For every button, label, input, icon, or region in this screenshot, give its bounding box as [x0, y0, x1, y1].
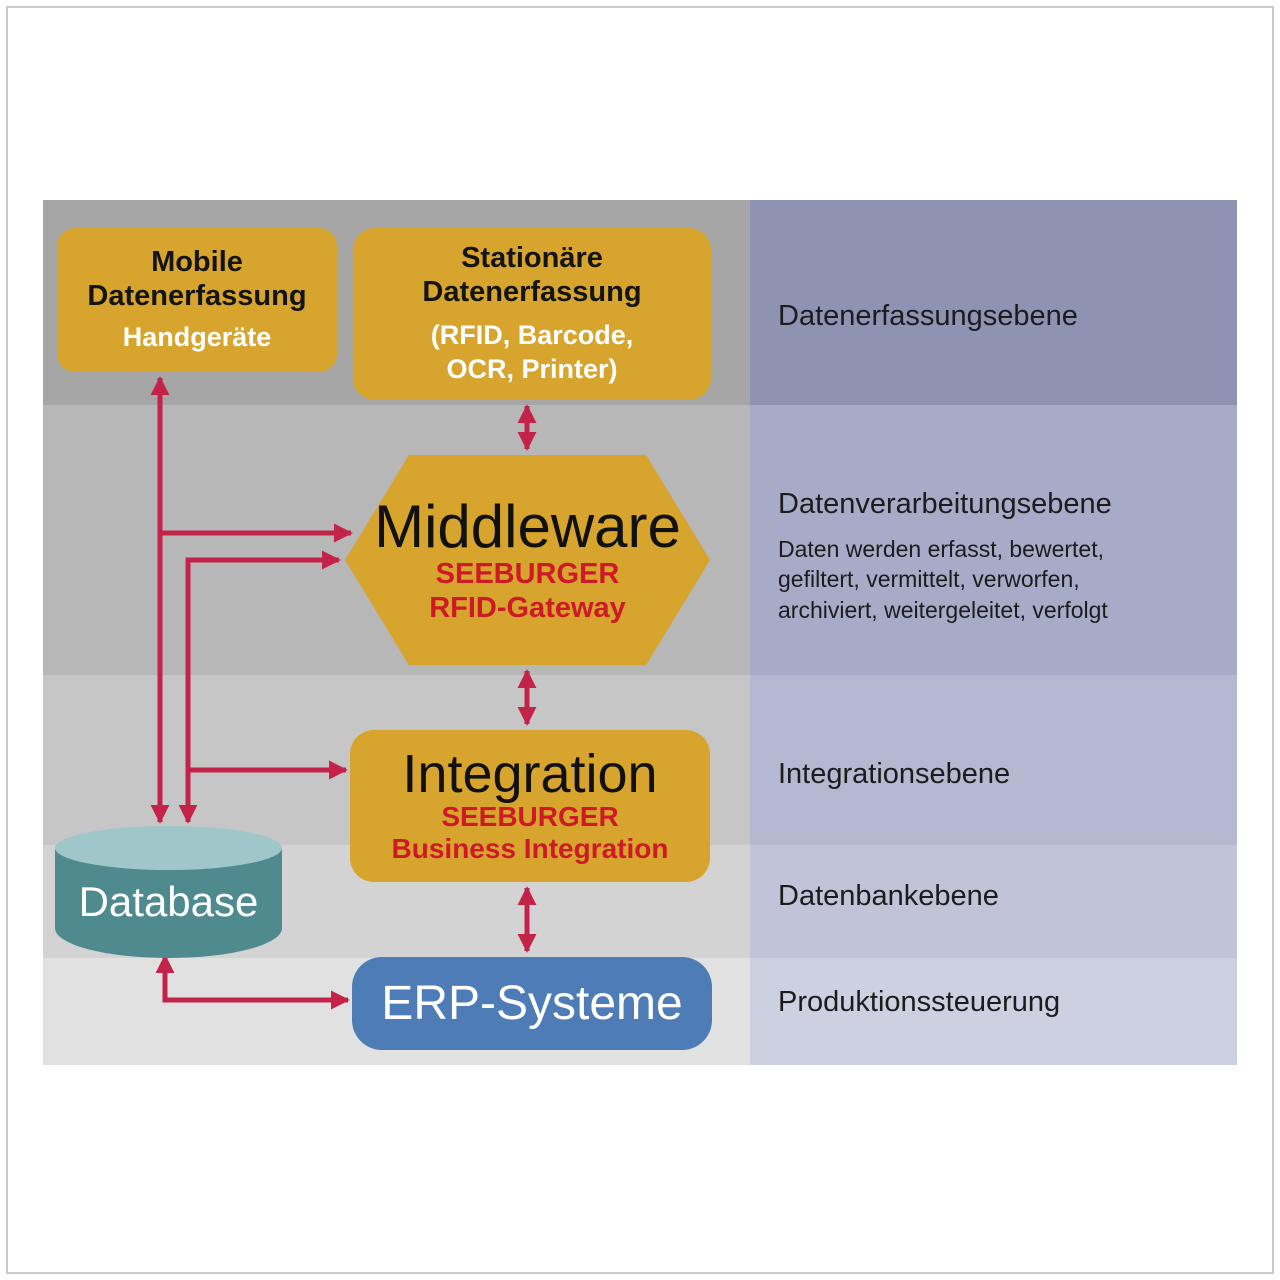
- erp-title: ERP-Systeme: [381, 976, 683, 1030]
- layer-label-datenverarbeitungsebene: Datenverarbeitungsebene: [778, 488, 1112, 520]
- integration-vendor: SEEBURGER: [441, 800, 619, 832]
- layer-label-produktionssteuerung: Produktionssteuerung: [778, 986, 1061, 1018]
- node-mobile-datenerfassung: Mobile Datenerfassung Handgeräte: [57, 228, 337, 372]
- page-frame: [6, 6, 1274, 1274]
- node-integration: Integration SEEBURGER Business Integrati…: [350, 730, 710, 882]
- layer-label-datenbankebene: Datenbankebene: [778, 880, 999, 912]
- integration-title: Integration: [402, 743, 658, 804]
- layer-band-right-3: [750, 675, 1237, 845]
- node-erp-systeme: ERP-Systeme: [352, 957, 712, 1050]
- middleware-product: RFID-Gateway: [429, 591, 626, 624]
- layer-band-right-4: [750, 845, 1237, 958]
- node-title: Mobile Datenerfassung: [87, 245, 307, 313]
- node-subtitle: Handgeräte: [122, 322, 272, 353]
- node-subtitle: (RFID, Barcode, OCR, Printer): [430, 320, 634, 385]
- layer-label-integrationsebene: Integrationsebene: [778, 758, 1011, 790]
- architecture-diagram: Mobile Datenerfassung Handgeräte Station…: [43, 200, 1237, 1065]
- node-middleware-hexagon: Middleware SEEBURGER RFID-Gateway: [345, 455, 710, 665]
- node-title: Stationäre Datenerfassung: [422, 242, 642, 309]
- cylinder-top: [55, 826, 282, 870]
- middleware-title: Middleware: [374, 493, 681, 561]
- integration-product: Business Integration: [391, 833, 669, 864]
- layer-band-right-1: [750, 200, 1237, 405]
- layer-band-right-5: [750, 958, 1237, 1065]
- layer-label-datenerfassungsebene: Datenerfassungsebene: [778, 300, 1078, 332]
- node-stationaere-datenerfassung: Stationäre Datenerfassung (RFID, Barcode…: [353, 228, 711, 400]
- node-database-cylinder: Database: [55, 826, 282, 958]
- middleware-vendor: SEEBURGER: [435, 558, 620, 591]
- database-label: Database: [78, 878, 259, 925]
- layer-band-right-2: [750, 405, 1237, 675]
- layer-description-datenverarbeitung: Daten werden erfasst, bewertet, gefilter…: [778, 536, 1108, 623]
